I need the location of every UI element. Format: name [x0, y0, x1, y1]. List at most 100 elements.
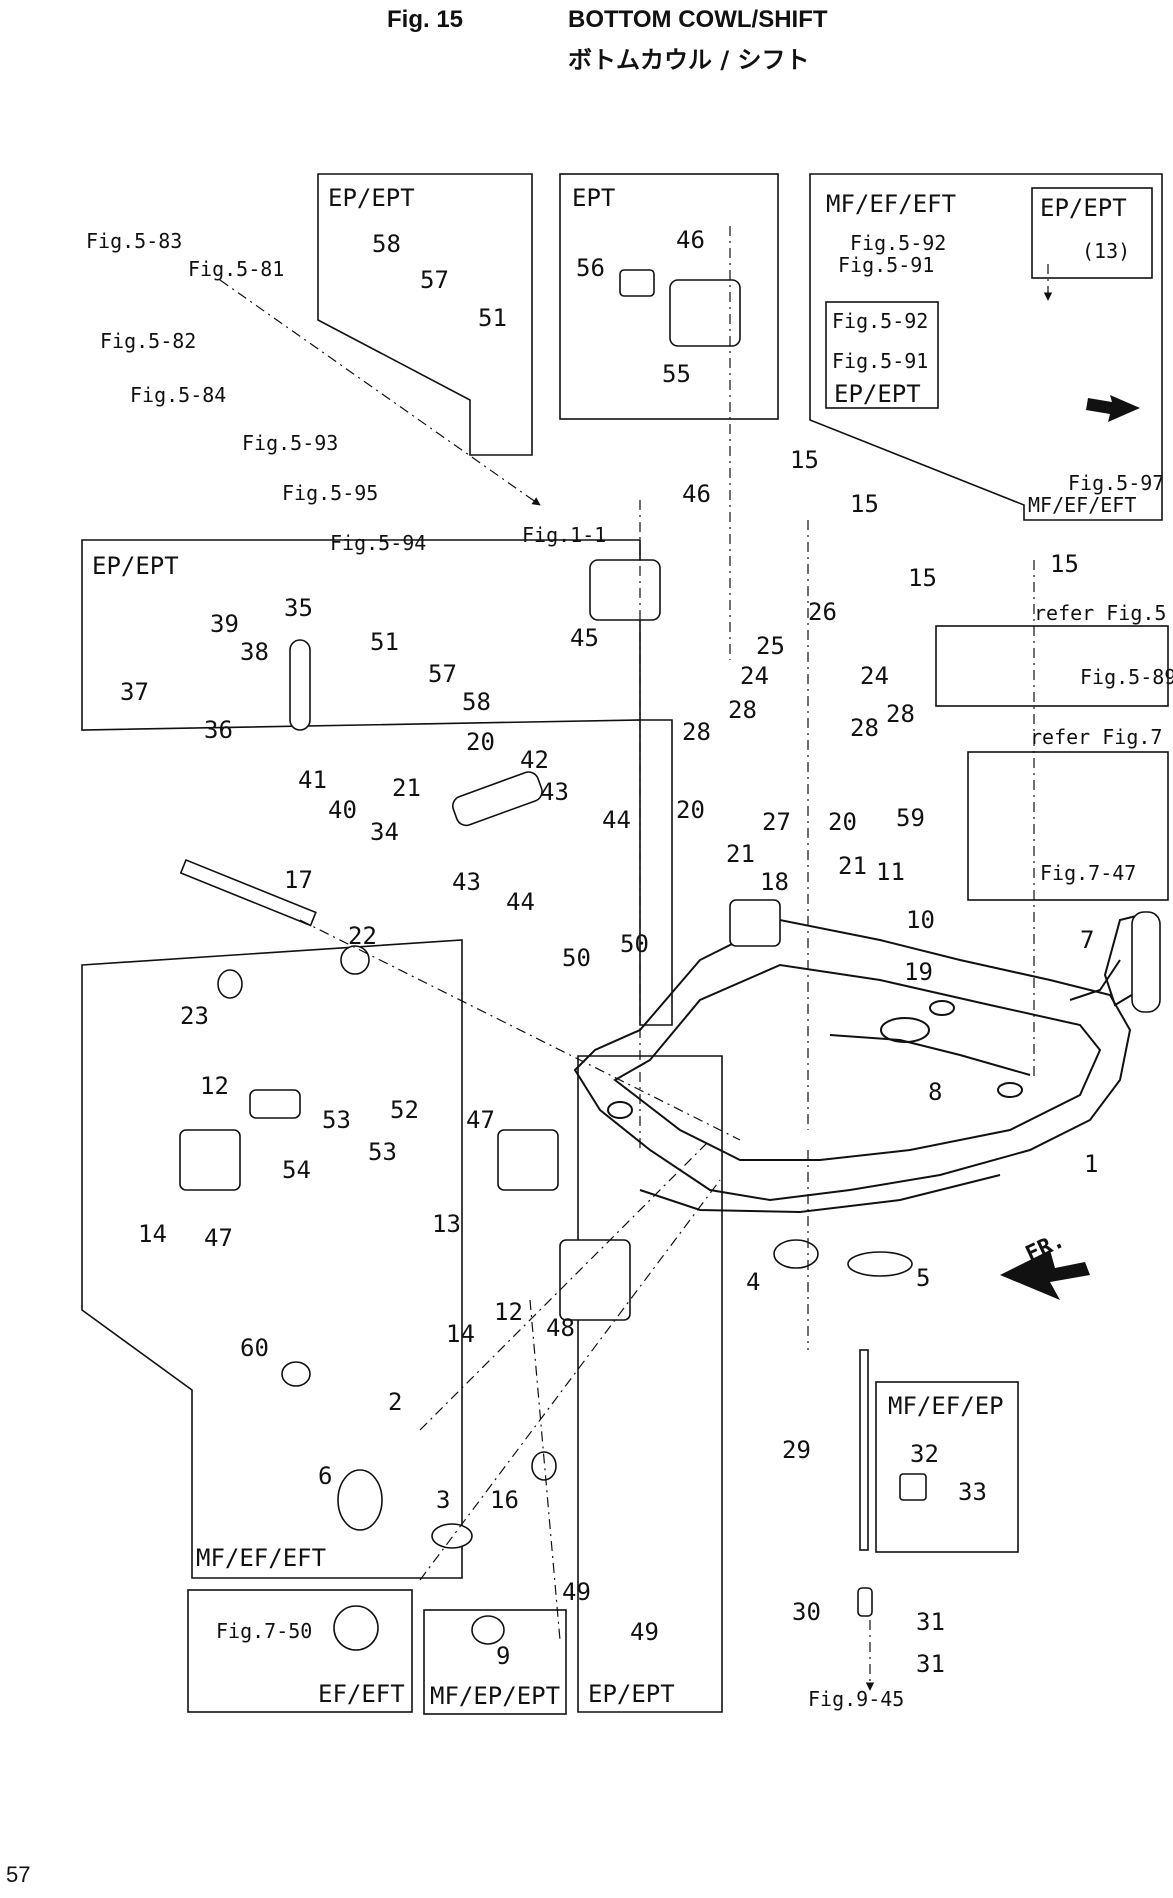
group-label: EF/EFT	[318, 1680, 405, 1708]
part-callout: 11	[876, 858, 905, 886]
part-callout: 40	[328, 796, 357, 824]
part-callout: 22	[348, 922, 377, 950]
boot-7-50	[333, 1605, 379, 1651]
bottom-cowl	[573, 913, 1152, 1214]
part-callout: 47	[204, 1224, 233, 1252]
page-title: BOTTOM COWL/SHIFT	[568, 6, 828, 33]
page-number: 57	[6, 1862, 31, 1887]
link-42	[452, 771, 543, 827]
group-box-refer-fig7	[967, 751, 1169, 901]
part-callout: 16	[490, 1486, 519, 1514]
group-label: EPT	[572, 184, 615, 212]
group-label: EP/EPT	[834, 380, 921, 408]
shift-lever-35	[289, 639, 311, 731]
part-callout: 56	[576, 254, 605, 282]
part-callout: 31	[916, 1608, 945, 1636]
bushing	[340, 945, 370, 975]
part-callout: 59	[896, 804, 925, 832]
part-callout: 5	[916, 1264, 930, 1292]
part-callout: 12	[494, 1298, 523, 1326]
group-label: MF/EP/EPT	[430, 1682, 560, 1710]
part-callout: 47	[466, 1106, 495, 1134]
part-callout: 10	[906, 906, 935, 934]
figure-number: Fig. 15	[387, 6, 464, 33]
part-callout: 50	[620, 930, 649, 958]
group-box-refer-fig5	[935, 625, 1169, 707]
fig-ref: Fig.5-93	[242, 431, 338, 455]
part-callout: 17	[284, 866, 313, 894]
part-callout: 58	[462, 688, 491, 716]
part-callout: 28	[682, 718, 711, 746]
fig-ref: Fig.7-47	[1040, 861, 1136, 885]
boot-6	[337, 1469, 383, 1531]
part-callout: 15	[790, 446, 819, 474]
group-box-mf-ep-ept	[423, 1609, 567, 1715]
part-callout: 25	[756, 632, 785, 660]
part-callout: 20	[466, 728, 495, 756]
part-callout: 46	[676, 226, 705, 254]
part-callout: 51	[370, 628, 399, 656]
group-box-ept-top	[559, 173, 779, 420]
rod-29	[859, 1349, 869, 1551]
fig-ref: Fig.5-92	[850, 231, 946, 255]
part-callout: 2	[388, 1388, 402, 1416]
part-callout: 23	[180, 1002, 209, 1030]
clip-32	[899, 1473, 927, 1501]
group-label: EP/EPT	[1040, 194, 1127, 222]
fig-ref: Fig.5-91	[838, 253, 934, 277]
part-callout: 46	[682, 480, 711, 508]
group-label: MF/EF/EFT	[1028, 493, 1136, 517]
part-callout: 48	[546, 1314, 575, 1342]
part-callout: 51	[478, 304, 507, 332]
group-label: EP/EPT	[588, 1680, 675, 1708]
group-box-ep-ept-small	[1031, 187, 1153, 279]
part-callout: 26	[808, 598, 837, 626]
page-title-japanese: ボトムカウル / シフト	[568, 46, 810, 74]
part-callout: 4	[746, 1268, 760, 1296]
part-callout: 15	[1050, 550, 1079, 578]
group-box-mf-ef-eft-top	[809, 173, 1163, 521]
part-callout: 50	[562, 944, 591, 972]
part-callout: 24	[740, 662, 769, 690]
cap-60	[281, 1361, 311, 1387]
shift-rod	[179, 858, 317, 927]
part-callout: 24	[860, 662, 889, 690]
cover-55	[669, 279, 741, 347]
fig-ref: Fig.5-82	[100, 329, 196, 353]
part-callout: 14	[138, 1220, 167, 1248]
switch-gasket	[179, 1129, 241, 1191]
part-callout: 21	[726, 840, 755, 868]
part-callout: 1	[1084, 1150, 1098, 1178]
bracket-45	[589, 559, 661, 621]
part-callout: 32	[910, 1440, 939, 1468]
part-callout: 41	[298, 766, 327, 794]
fig-ref: Fig.7-50	[216, 1619, 312, 1643]
part-callout: 20	[828, 808, 857, 836]
group-label: MF/EF/EP	[888, 1392, 1004, 1420]
switch-body	[249, 1089, 301, 1119]
fig-ref: Fig.5-92	[832, 309, 928, 333]
part-callout: 3	[436, 1486, 450, 1514]
part-callout: 53	[322, 1106, 351, 1134]
part-callout: 21	[838, 852, 867, 880]
fig-ref: Fig.5-97	[1068, 471, 1164, 495]
part-callout: 9	[496, 1642, 510, 1670]
part-callout: 37	[120, 678, 149, 706]
grommet	[217, 969, 243, 999]
plug-56	[619, 269, 655, 297]
group-box-ep-ept-inner	[825, 301, 939, 409]
grommet-5	[847, 1251, 913, 1277]
front-arrow-icon: FR.	[1000, 395, 1140, 1300]
part-callout: 43	[452, 868, 481, 896]
part-callout: 53	[368, 1138, 397, 1166]
grommet-4	[773, 1239, 819, 1269]
part-callout: 13	[432, 1210, 461, 1238]
part-callout: 18	[760, 868, 789, 896]
part-callout: 19	[904, 958, 933, 986]
part-callout: 7	[1080, 926, 1094, 954]
part-callout: 44	[506, 888, 535, 916]
part-callout: 15	[908, 564, 937, 592]
fig-ref: Fig.5-84	[130, 383, 226, 407]
fig-ref: refer Fig.5	[1034, 601, 1166, 625]
